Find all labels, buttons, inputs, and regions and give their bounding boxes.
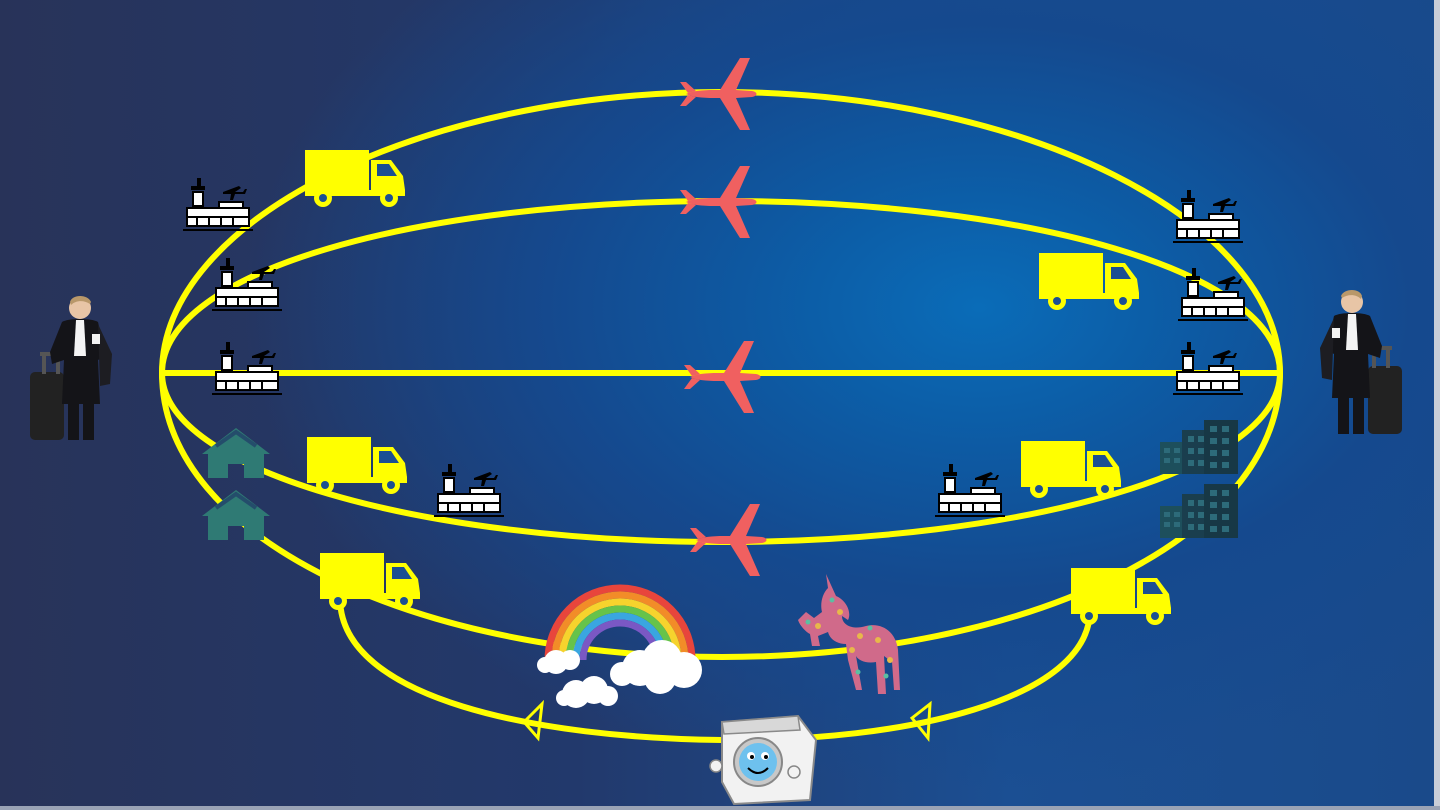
rainbow-icon (537, 584, 702, 708)
unicorn-icon (798, 574, 900, 694)
truck-icon (305, 150, 405, 207)
washing-machine-icon (709, 714, 818, 806)
laundry-loop (337, 597, 1093, 744)
truck-icon (1039, 253, 1139, 310)
businessman-with-suitcase-icon (30, 296, 112, 440)
truck-icon (320, 553, 420, 610)
airport-icon (182, 177, 254, 231)
airplane-icon (684, 341, 761, 413)
house-icon (200, 426, 272, 480)
truck-icon (1071, 568, 1171, 625)
airplane-icon (680, 58, 757, 130)
airplane-icon (680, 166, 757, 238)
airport-icon (1172, 341, 1244, 395)
slide-right-edge (1434, 0, 1440, 810)
truck-icon (1021, 441, 1121, 498)
airplane-icon (690, 504, 767, 576)
hotel-icon (1160, 484, 1238, 538)
upper-outer-route (159, 88, 1283, 374)
slide-bottom-edge (0, 806, 1440, 810)
hotel-icon (1160, 420, 1238, 474)
airport-icon (433, 463, 505, 517)
airport-icon (211, 341, 283, 395)
arrow-left-icon (521, 699, 544, 742)
lower-outer-route (159, 372, 1283, 661)
truck-icon (307, 437, 407, 494)
arrow-left-icon (909, 700, 932, 742)
airport-icon (934, 463, 1006, 517)
businessman-with-suitcase-icon (1320, 290, 1402, 434)
airport-icon (1172, 189, 1244, 243)
